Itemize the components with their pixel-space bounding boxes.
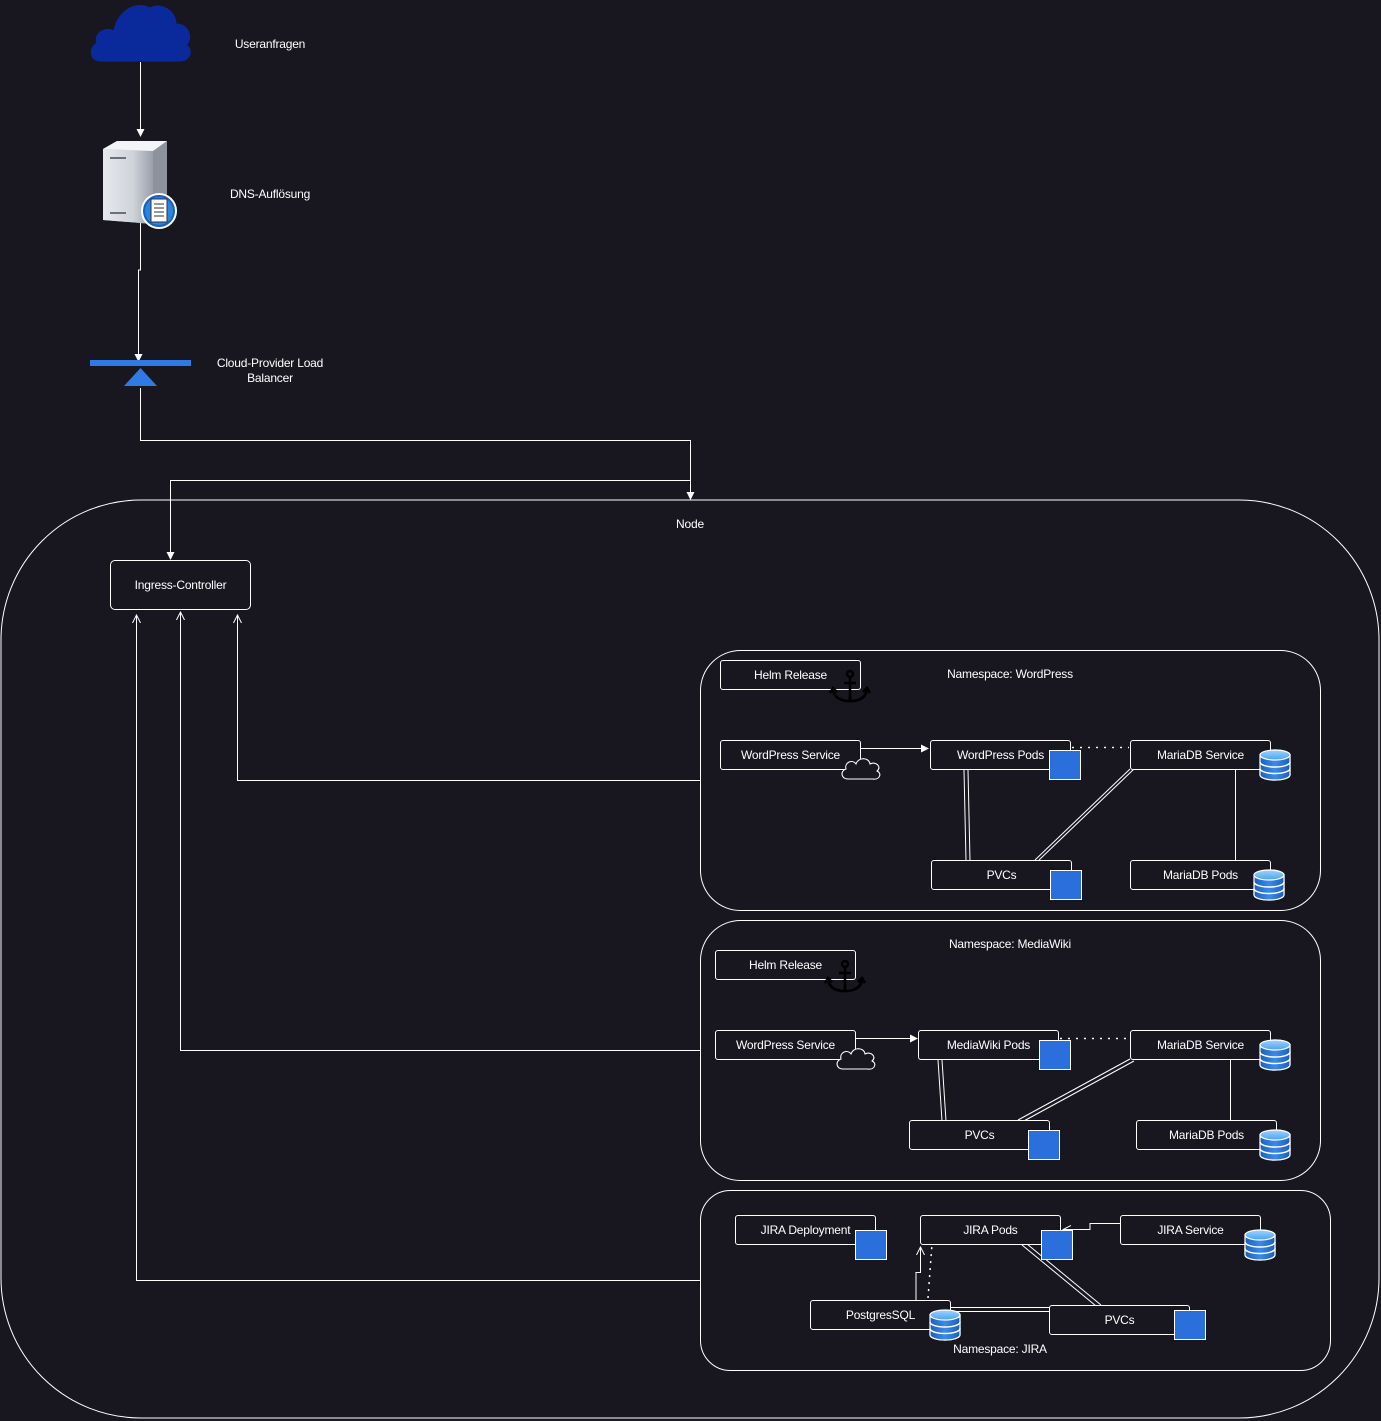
load-balancer-label: Cloud-Provider Load Balancer xyxy=(216,356,324,385)
cloud-icon xyxy=(90,5,191,62)
wp-service-box[interactable]: WordPress Service xyxy=(720,740,861,770)
edge-dns-to-lb xyxy=(134,195,143,362)
edge-mediawiki-to-ingress xyxy=(181,612,700,1051)
namespace-wordpress-frame xyxy=(700,650,1321,911)
jira-service-box[interactable]: JIRA Service xyxy=(1120,1215,1261,1245)
mw-mariadb-service-label: MariaDB Service xyxy=(1156,1038,1245,1052)
node-title: Node xyxy=(676,517,704,531)
jira-pods-label: JIRA Pods xyxy=(963,1223,1018,1237)
pod-square-icon xyxy=(1050,870,1082,900)
mw-pvcs-label: PVCs xyxy=(964,1128,995,1142)
mw-helm-release-label: Helm Release xyxy=(749,958,822,972)
namespace-jira-frame xyxy=(700,1190,1331,1371)
wp-pods-box[interactable]: WordPress Pods xyxy=(930,740,1071,770)
wp-pvcs-box[interactable]: PVCs xyxy=(931,860,1072,890)
pod-square-icon xyxy=(1041,1230,1073,1260)
edge-lb-to-node xyxy=(140,388,695,500)
jira-pvcs-label: PVCs xyxy=(1104,1313,1135,1327)
pod-square-icon xyxy=(1049,750,1081,780)
edge-jira-service-to-pods xyxy=(1063,1223,1120,1230)
ingress-controller-box[interactable]: Ingress-Controller xyxy=(110,560,251,610)
pod-square-icon xyxy=(1039,1040,1071,1070)
wp-mariadb-pods-label: MariaDB Pods xyxy=(1163,868,1238,882)
ingress-controller-label: Ingress-Controller xyxy=(134,578,227,592)
namespace-jira-title: Namespace: JIRA xyxy=(953,1342,1047,1356)
pod-square-icon xyxy=(855,1230,887,1260)
pod-square-icon xyxy=(1028,1130,1060,1160)
wp-pvcs-label: PVCs xyxy=(986,868,1017,882)
edge-jira-to-ingress xyxy=(137,615,700,1281)
wp-service-label: WordPress Service xyxy=(740,748,841,762)
wp-pods-label: WordPress Pods xyxy=(956,748,1044,762)
namespace-wordpress-title: Namespace: WordPress xyxy=(947,667,1073,681)
load-balancer-icon xyxy=(90,360,191,386)
wp-helm-release-label: Helm Release xyxy=(754,668,827,682)
jira-pvcs-box[interactable]: PVCs xyxy=(1049,1305,1190,1335)
edge-wordpress-to-ingress xyxy=(238,615,700,781)
mw-mariadb-pods-label: MariaDB Pods xyxy=(1169,1128,1244,1142)
mw-mariadb-service-box[interactable]: MariaDB Service xyxy=(1130,1030,1271,1060)
mw-pods-box[interactable]: MediaWiki Pods xyxy=(918,1030,1059,1060)
pod-square-icon xyxy=(1174,1310,1206,1340)
mw-service-label: WordPress Service xyxy=(735,1038,836,1052)
mw-service-box[interactable]: WordPress Service xyxy=(715,1030,856,1060)
jira-deployment-box[interactable]: JIRA Deployment xyxy=(735,1215,876,1245)
user-requests-label: Useranfragen xyxy=(234,37,306,51)
namespace-mediawiki-frame xyxy=(700,920,1321,1181)
wp-mariadb-service-label: MariaDB Service xyxy=(1156,748,1245,762)
jira-deployment-label: JIRA Deployment xyxy=(760,1223,851,1237)
jira-service-label: JIRA Service xyxy=(1157,1223,1224,1237)
wp-mariadb-pods-box[interactable]: MariaDB Pods xyxy=(1130,860,1271,890)
mw-mariadb-pods-box[interactable]: MariaDB Pods xyxy=(1136,1120,1277,1150)
node-frame xyxy=(0,499,1380,1419)
wp-mariadb-service-box[interactable]: MariaDB Service xyxy=(1130,740,1271,770)
jira-postgres-label: PostgresSQL xyxy=(845,1308,916,1322)
dns-label: DNS-Auflösung xyxy=(229,187,311,201)
jira-postgres-box[interactable]: PostgresSQL xyxy=(810,1300,951,1330)
mw-pods-label: MediaWiki Pods xyxy=(946,1038,1031,1052)
mw-helm-release-box[interactable]: Helm Release xyxy=(715,950,856,980)
dns-server-icon xyxy=(103,141,177,229)
jira-pods-box[interactable]: JIRA Pods xyxy=(920,1215,1061,1245)
namespace-mediawiki-title: Namespace: MediaWiki xyxy=(948,937,1072,951)
edge-node-to-ingress xyxy=(166,480,691,560)
wp-helm-release-box[interactable]: Helm Release xyxy=(720,660,861,690)
mw-pvcs-box[interactable]: PVCs xyxy=(909,1120,1050,1150)
